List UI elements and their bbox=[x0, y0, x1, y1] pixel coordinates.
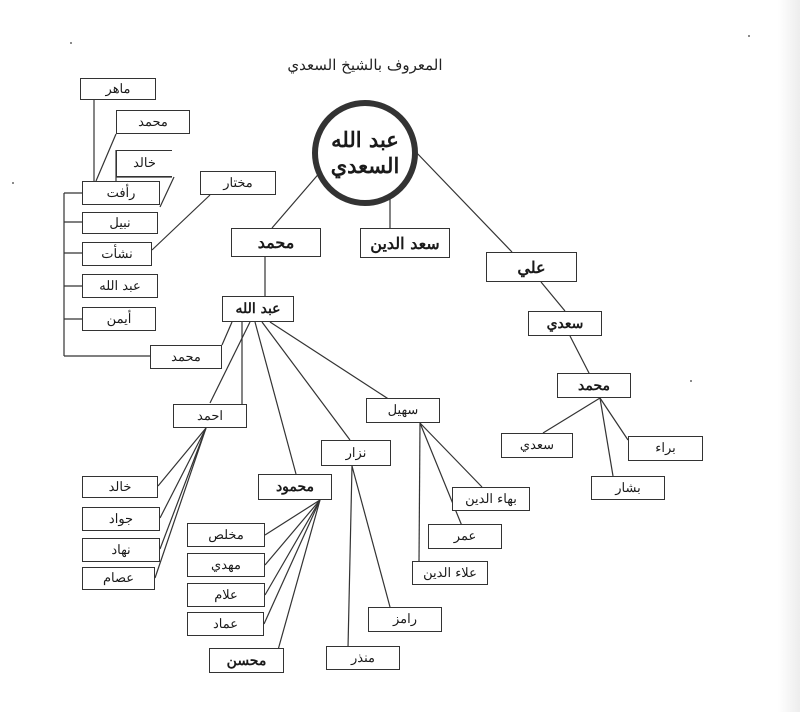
root-name-line1: عبد الله bbox=[331, 126, 399, 152]
node-ayman: أيمن bbox=[82, 307, 156, 331]
diagram-title: المعروف بالشيخ السعدي bbox=[287, 56, 443, 74]
node-ahmad-child: نهاد bbox=[82, 538, 160, 562]
node-mahmoud: محمود bbox=[258, 474, 332, 500]
root-name-line2: السعدي bbox=[330, 153, 400, 178]
node-ali-mohammed: محمد bbox=[557, 373, 631, 398]
node-mahmoud-child: عماد bbox=[187, 612, 264, 636]
node-suhail-child: بهاء الدين bbox=[452, 487, 530, 511]
page-edge-shadow bbox=[778, 0, 800, 712]
scan-speck bbox=[748, 35, 750, 37]
node-suhail: سهيل bbox=[366, 398, 440, 423]
node-mohammed-left: محمد bbox=[150, 345, 222, 369]
scan-speck bbox=[70, 42, 72, 44]
node-nizar: نزار bbox=[321, 440, 391, 466]
node-mukhtar: مختار bbox=[200, 171, 276, 195]
node-mahmoud-child: مهدي bbox=[187, 553, 265, 577]
node-mahmoud-child: محسن bbox=[209, 648, 284, 673]
node-nashaat: نشأت bbox=[82, 242, 152, 266]
scan-speck bbox=[12, 182, 14, 184]
node-raafat: رأفت bbox=[82, 181, 160, 205]
node-ali-mohammed-child: سعدي bbox=[501, 433, 573, 458]
node-abdullah: عبد الله bbox=[222, 296, 294, 322]
node-khaled-left: خالد bbox=[116, 150, 172, 177]
node-ali-mohammed-child: بشار bbox=[591, 476, 665, 500]
scan-speck bbox=[690, 380, 692, 382]
node-ahmad: احمد bbox=[173, 404, 247, 428]
node-suhail-child: علاء الدين bbox=[412, 561, 488, 585]
node-ahmad-child: عصام bbox=[82, 567, 155, 590]
node-mahmoud-child: مخلص bbox=[187, 523, 265, 547]
node-ali-mohammed-child: براء bbox=[628, 436, 703, 461]
node-nizar-child: رامز bbox=[368, 607, 442, 632]
node-mahmoud-child: علام bbox=[187, 583, 265, 607]
node-ahmad-child: خالد bbox=[82, 476, 158, 498]
node-mohammed: محمد bbox=[231, 228, 321, 257]
node-maher: ماهر bbox=[80, 78, 156, 100]
node-mohammed-small: محمد bbox=[116, 110, 190, 134]
node-suhail-child: عمر bbox=[428, 524, 502, 549]
node-nabil: نبيل bbox=[82, 212, 158, 234]
node-nizar-child: منذر bbox=[326, 646, 400, 670]
node-ali: علي bbox=[486, 252, 577, 282]
node-ali-saadi: سعدي bbox=[528, 311, 602, 336]
node-abdullah-left: عبد الله bbox=[82, 274, 158, 298]
node-saad-aldin: سعد الدين bbox=[360, 228, 450, 258]
node-ahmad-child: جواد bbox=[82, 507, 160, 531]
root-node-abdullah-alsaadi: عبد الله السعدي bbox=[312, 100, 418, 206]
